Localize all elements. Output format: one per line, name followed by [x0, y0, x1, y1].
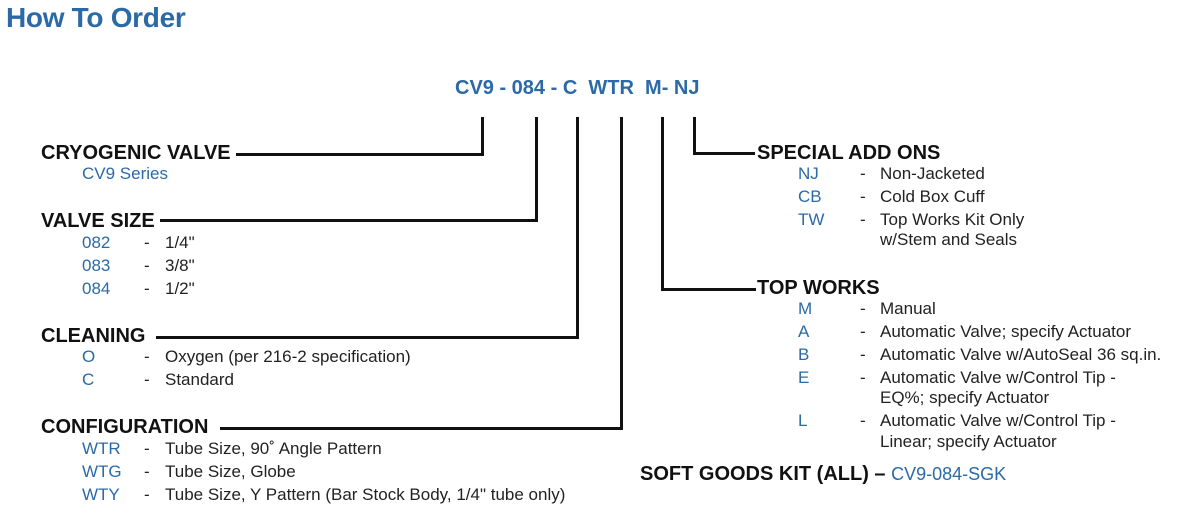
connector-topworks-horizontal — [661, 288, 756, 291]
connector-config-vertical — [620, 117, 623, 430]
connector-cleaning-vertical — [576, 117, 579, 339]
connector-cryogenic-horizontal — [236, 153, 484, 156]
heading-valve-size: VALVE SIZE — [41, 210, 155, 232]
connector-config-horizontal — [220, 427, 623, 430]
connector-addons-vertical — [693, 117, 696, 155]
soft-goods-kit: SOFT GOODS KIT (ALL) – CV9-084-SGK — [640, 463, 1006, 486]
model-code: CV9 - 084 - C WTR M- NJ — [455, 77, 700, 99]
heading-top-works: TOP WORKS — [757, 277, 880, 299]
connector-topworks-vertical — [661, 117, 664, 291]
heading-cryogenic-valve: CRYOGENIC VALVE — [41, 142, 231, 164]
connector-addons-horizontal — [693, 152, 755, 155]
heading-configuration: CONFIGURATION — [41, 416, 209, 438]
list-item-continuation: EQ%; specify Actuator — [880, 388, 1050, 407]
soft-goods-label: SOFT GOODS KIT (ALL) – — [640, 463, 886, 485]
connector-size-vertical — [535, 117, 538, 222]
list-item-continuation: w/Stem and Seals — [880, 230, 1018, 249]
heading-cleaning: CLEANING — [41, 325, 146, 347]
connector-cleaning-horizontal — [156, 336, 579, 339]
list-item-continuation: Linear; specify Actuator — [880, 432, 1057, 451]
soft-goods-value: CV9-084-SGK — [891, 464, 1007, 484]
heading-special-add-ons: SPECIAL ADD ONS — [757, 142, 941, 164]
page-title: How To Order — [6, 2, 186, 33]
connector-cryogenic-vertical — [481, 117, 484, 156]
connector-size-horizontal — [160, 219, 538, 222]
cryogenic-series: CV9 Series — [82, 164, 168, 183]
